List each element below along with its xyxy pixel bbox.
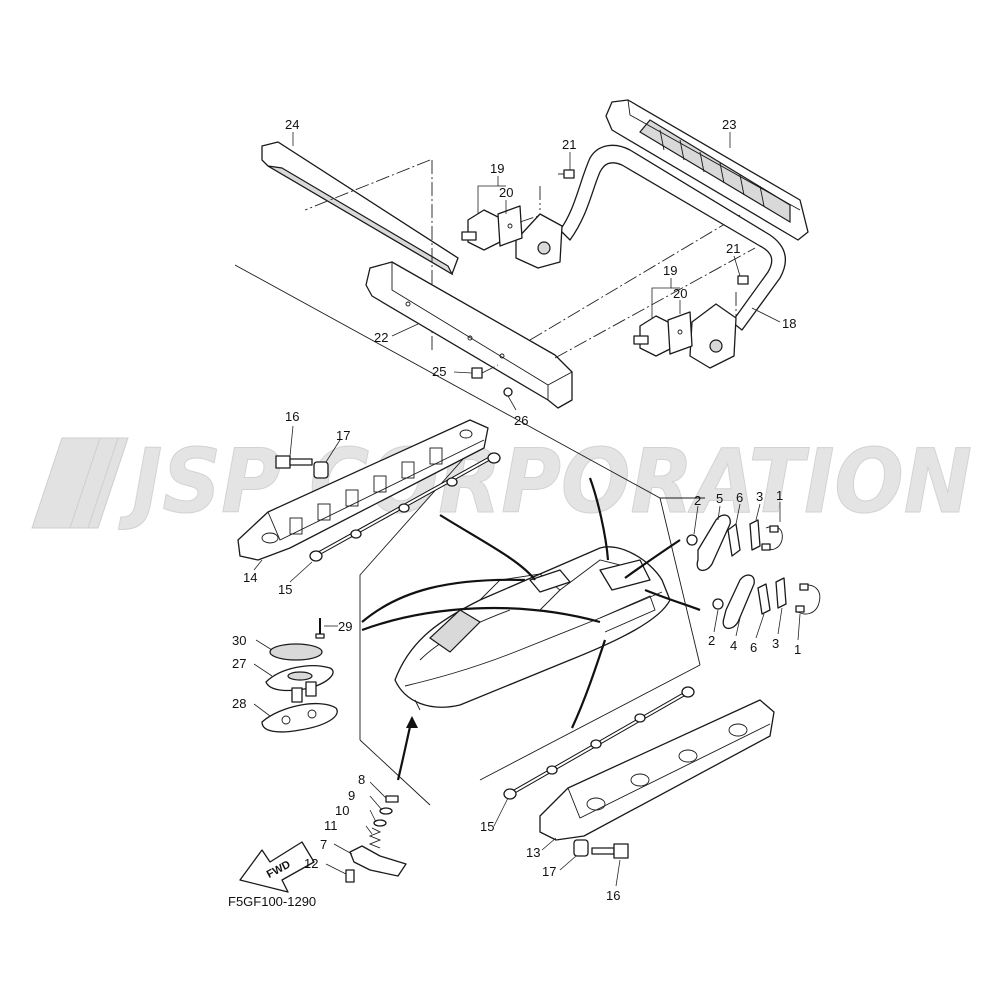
callout-17-left: 17: [336, 428, 350, 443]
part-7-latch: [349, 845, 407, 877]
part-8-cap: [385, 795, 399, 803]
fwd-arrow-icon: FWD: [239, 841, 315, 893]
leader-curve-2: [439, 514, 536, 581]
callout-10: 10: [335, 803, 349, 818]
part-11-spring: [368, 827, 382, 849]
part-17-collar-right: [573, 839, 589, 857]
part-19-bracket-upper: [461, 209, 501, 251]
callout-22: 22: [374, 330, 388, 345]
callout-2-upper: 2: [694, 493, 701, 508]
leader-arrow-8: [406, 716, 418, 728]
callout-19-upper: 19: [490, 161, 504, 176]
callout-28: 28: [232, 696, 246, 711]
callout-20-upper: 20: [499, 185, 513, 200]
watermark: JSP CORPORATION: [31, 430, 973, 534]
leader-curve-7: [571, 639, 607, 729]
separator-line-right: [659, 497, 701, 666]
part-21-screw-lower: [737, 275, 749, 285]
callout-6-lower: 6: [750, 640, 757, 655]
callout-4: 4: [730, 638, 737, 653]
callout-18: 18: [782, 316, 796, 331]
part-30-cap: [269, 643, 323, 661]
callout-3-lower: 3: [772, 636, 779, 651]
callout-11: 11: [324, 818, 338, 833]
callout-9: 9: [348, 788, 355, 803]
part-19-bracket-lower: [633, 315, 673, 357]
callout-20-lower: 20: [673, 286, 687, 301]
callout-15-left: 15: [278, 582, 292, 597]
callout-25: 25: [432, 364, 446, 379]
part-26-nut: [503, 387, 513, 397]
part-14-rail: [237, 419, 489, 561]
chain-line-24: [304, 159, 431, 211]
callout-29: 29: [338, 619, 352, 634]
chain-line-22b: [554, 247, 756, 359]
leader-curve-3: [361, 606, 601, 632]
separator-line-bottom-right: [479, 664, 701, 781]
callout-14: 14: [243, 570, 257, 585]
callout-1-lower: 1: [794, 642, 801, 657]
leader-curve-1: [361, 578, 526, 623]
part-22-bar: [365, 261, 573, 409]
part-23-grip: [605, 99, 809, 241]
callout-6-upper: 6: [736, 490, 743, 505]
diagram-code: F5GF100-1290: [228, 894, 316, 909]
callout-7: 7: [320, 837, 327, 852]
callout-2-lower: 2: [708, 633, 715, 648]
leader-curve-4: [588, 477, 610, 561]
leader-curve-6: [644, 588, 701, 612]
part-27-cleat: [265, 665, 334, 703]
callout-13: 13: [526, 845, 540, 860]
callout-15-right: 15: [480, 819, 494, 834]
part-10-oring: [373, 819, 387, 827]
part-18-tube: [515, 144, 787, 369]
chain-line-20-upper: [519, 215, 539, 223]
part-20-plate-lower: [667, 311, 693, 355]
callout-30: 30: [232, 633, 246, 648]
part-9-washer: [379, 807, 393, 815]
callout-21-upper: 21: [562, 137, 576, 152]
part-29-screw: [315, 618, 325, 639]
parts-1-6-lower: [712, 574, 821, 629]
part-15-rod-left: [309, 452, 501, 562]
lead-lines: [253, 132, 801, 887]
callout-21-lower: 21: [726, 241, 740, 256]
callout-3-upper: 3: [756, 489, 763, 504]
callout-17-right: 17: [542, 864, 556, 879]
callout-5: 5: [716, 491, 723, 506]
watermark-logo-mark: [31, 437, 129, 529]
leader-curve-5: [624, 539, 681, 579]
part-28-gasket: [261, 702, 338, 733]
callout-16-right: 16: [606, 888, 620, 903]
callout-8: 8: [358, 772, 365, 787]
part-17-collar-left: [313, 461, 329, 479]
callout-23: 23: [722, 117, 736, 132]
callout-19-lower: 19: [663, 263, 677, 278]
callout-1-upper: 1: [776, 488, 783, 503]
watercraft-illustration: [394, 546, 671, 711]
separator-line-bottom: [359, 739, 431, 806]
callout-24: 24: [285, 117, 299, 132]
part-25-bolt: [471, 364, 499, 379]
part-21-screw-upper: [558, 169, 575, 179]
callout-12: 12: [304, 856, 318, 871]
parts-1-6-upper: [686, 514, 783, 571]
watermark-text: JSP CORPORATION: [118, 430, 972, 533]
part-16-bolt-right: [591, 843, 629, 859]
callout-16-left: 16: [285, 409, 299, 424]
chain-line-22: [529, 214, 741, 341]
part-13-rail: [539, 699, 775, 841]
callout-labels: 24 23 21 19 20 21 19 20 18 22 25 26 16 1…: [232, 117, 801, 903]
part-16-bolt-left: [275, 455, 313, 469]
part-20-plate-upper: [497, 205, 523, 247]
callout-27: 27: [232, 656, 246, 671]
part-12-screw: [345, 869, 355, 883]
part-15-rod-right: [503, 686, 695, 800]
part-24-cover: [261, 141, 459, 276]
callout-26: 26: [514, 413, 528, 428]
